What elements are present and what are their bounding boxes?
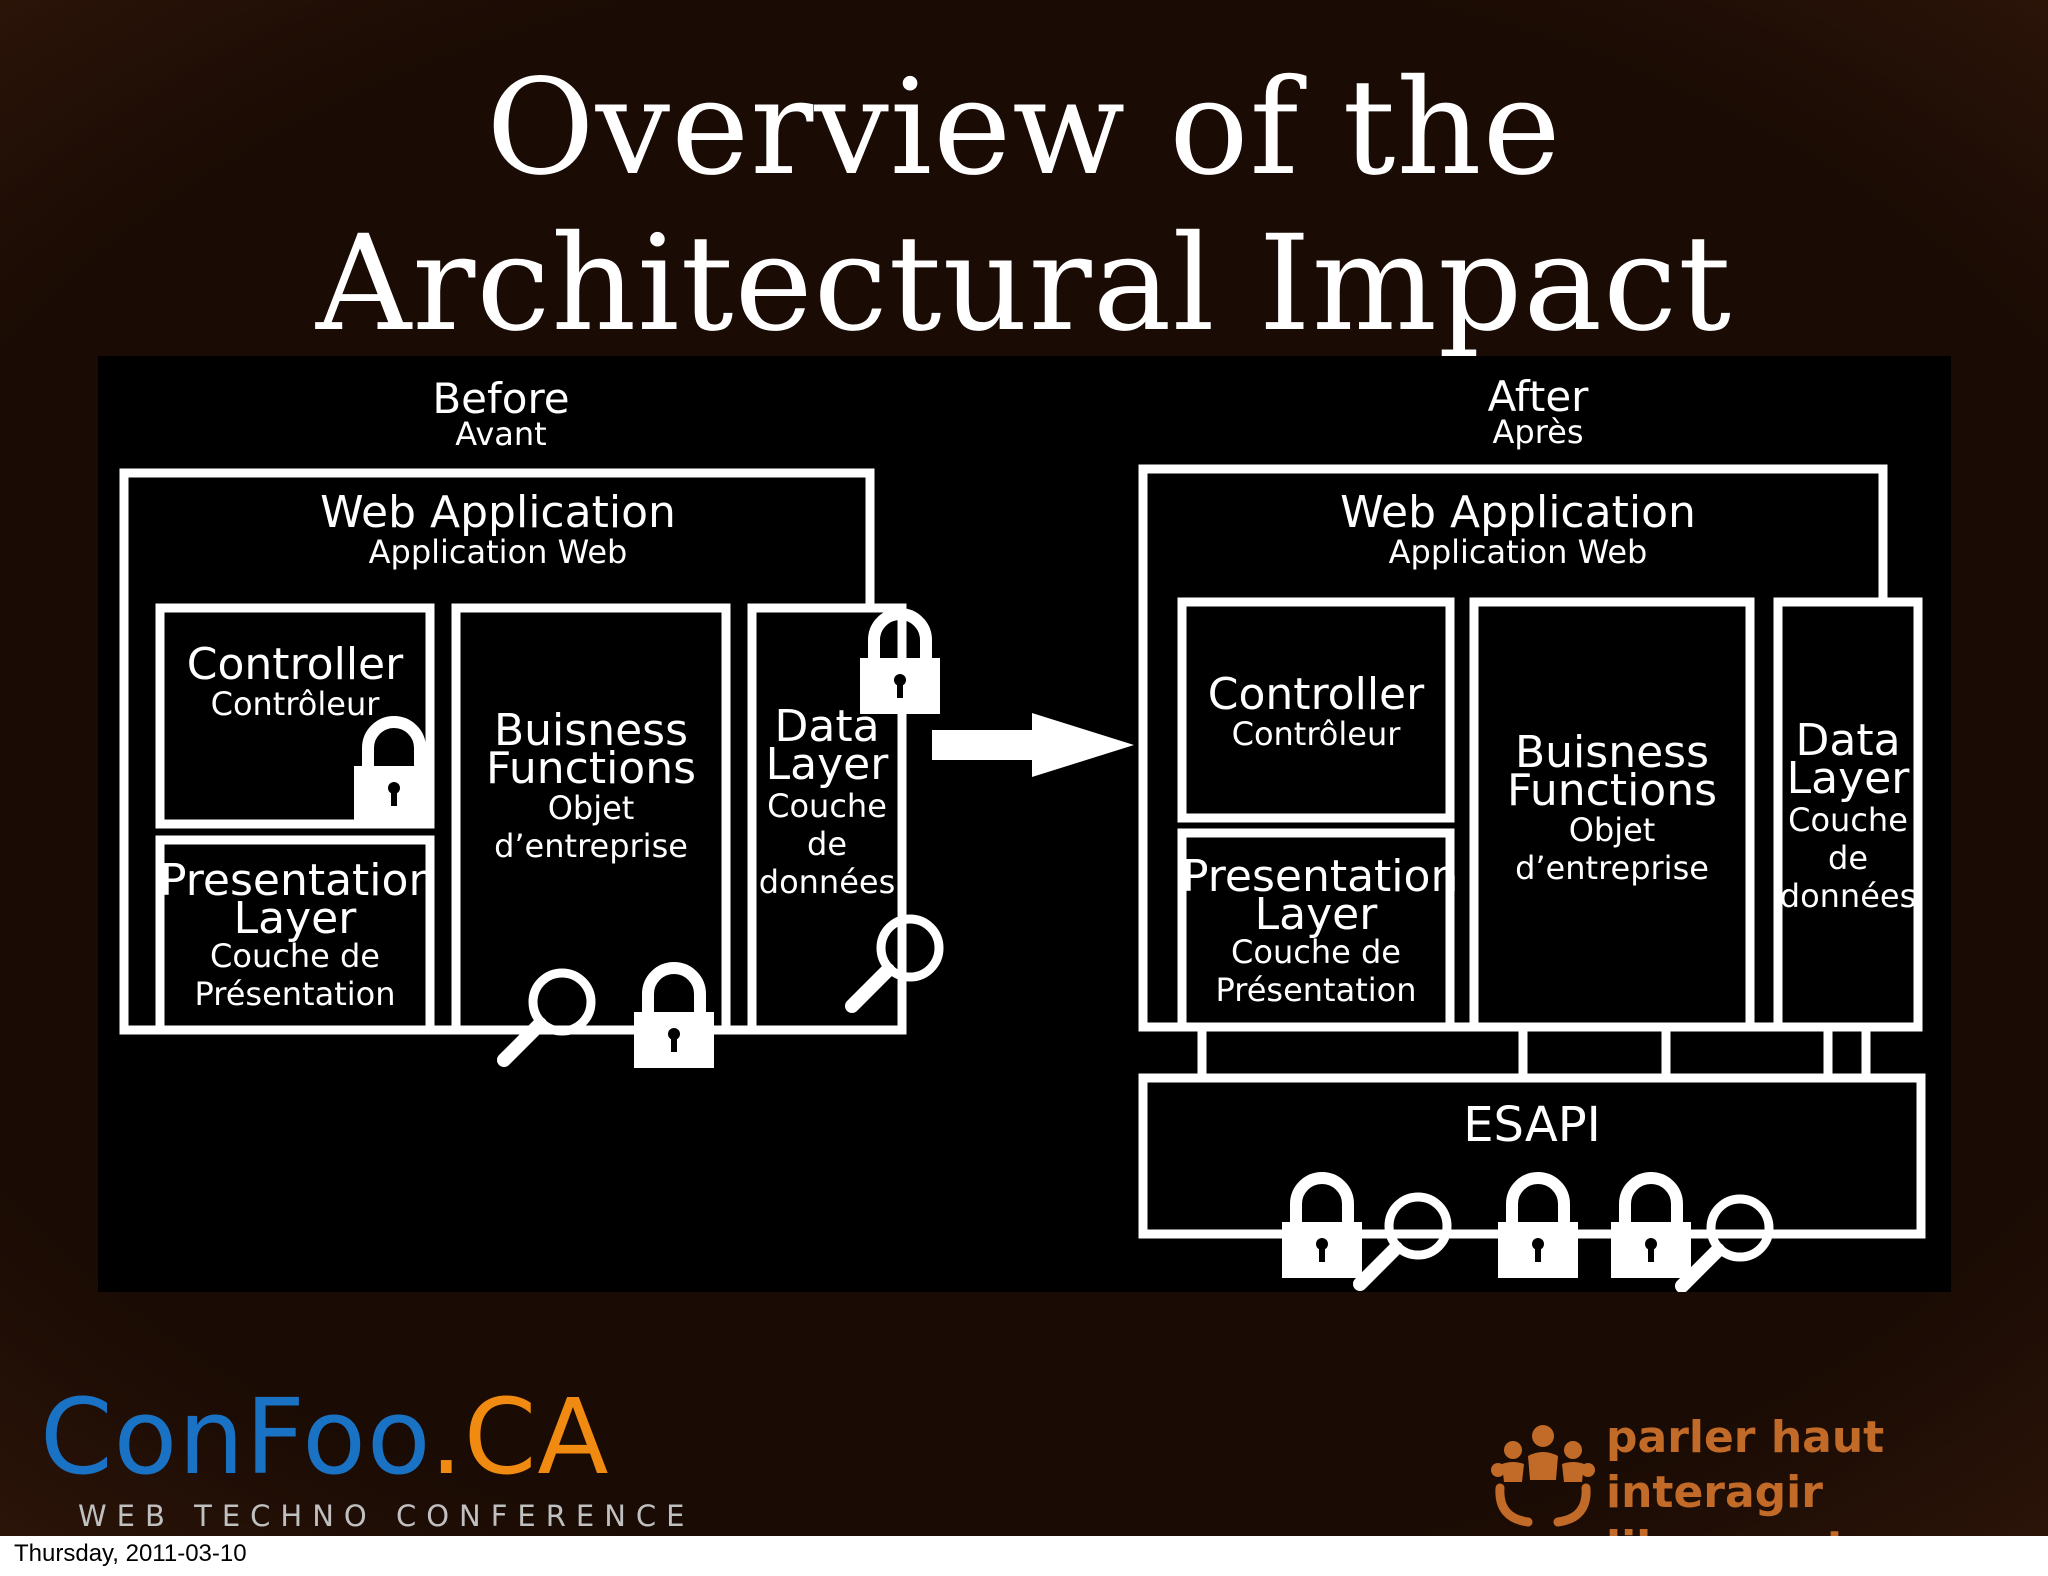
- before-heading-fr: Avant: [455, 415, 547, 453]
- before-business-label-fr2: d’entreprise: [494, 827, 688, 865]
- parler-haut-line1: parler haut: [1606, 1412, 1885, 1463]
- after-business-label-fr2: d’entreprise: [1515, 849, 1709, 887]
- people-icon: [1491, 1425, 1595, 1527]
- after-presentation-box: [1177, 828, 1455, 1032]
- after-presentation-label-1: Presentation: [1182, 851, 1459, 902]
- after-app-title-fr: Application Web: [1388, 533, 1648, 571]
- after-data-label-fr2: de: [1828, 839, 1868, 877]
- slide-title-line1: Overview of the: [486, 51, 1562, 205]
- after-app-title: Web Application: [1340, 487, 1696, 538]
- after-presentation-label-fr1: Couche de: [1231, 933, 1401, 971]
- slide-title-line2: Architectural Impact: [315, 207, 1733, 361]
- before-presentation-label-fr2: Présentation: [194, 975, 396, 1013]
- after-data-label-fr1: Couche: [1788, 801, 1908, 839]
- confoo-logo: ConFoo.CA WEB TECHNO CONFERENCE: [40, 1385, 694, 1533]
- before-presentation-label-1: Presentation: [160, 855, 437, 906]
- before-business-box: [451, 603, 731, 1035]
- after-data-label-fr3: données: [1779, 877, 1917, 915]
- after-business-label-fr1: Objet: [1568, 811, 1656, 849]
- before-app-title: Web Application: [320, 487, 676, 538]
- after-business-label-2: Functions: [1506, 765, 1718, 816]
- before-data-label-fr3: données: [758, 863, 896, 901]
- parler-haut-line2: interagir librement: [1606, 1467, 1847, 1536]
- esapi-label: ESAPI: [1463, 1097, 1601, 1153]
- before-data-label-1: Data: [774, 701, 880, 752]
- esapi-connectors: [1197, 1027, 1871, 1078]
- before-presentation-box: [155, 835, 435, 1035]
- after-business-box: [1469, 597, 1755, 1032]
- before-presentation-label-fr1: Couche de: [210, 937, 380, 975]
- right-arrow-icon: [932, 713, 1134, 777]
- after-business-label-1: Buisness: [1514, 727, 1710, 778]
- before-app-title-fr: Application Web: [368, 533, 628, 571]
- footer-date: Thursday, 2011-03-10: [14, 1540, 247, 1567]
- confoo-logo-subtitle: WEB TECHNO CONFERENCE: [78, 1499, 695, 1533]
- after-heading: After: [1487, 372, 1589, 421]
- before-data-label-fr2: de: [807, 825, 847, 863]
- before-controller-label: Controller: [186, 639, 404, 690]
- after-presentation-label-2: Layer: [1254, 889, 1378, 940]
- after-controller-box: [1177, 597, 1455, 823]
- before-business-label-1: Buisness: [493, 705, 689, 756]
- before-business-label-fr1: Objet: [547, 789, 635, 827]
- before-data-label-2: Layer: [765, 739, 889, 790]
- after-presentation-label-fr2: Présentation: [1215, 971, 1417, 1009]
- confoo-logo-tld: .CA: [429, 1376, 610, 1498]
- before-controller-label-fr: Contrôleur: [210, 685, 380, 723]
- after-controller-label-fr: Contrôleur: [1231, 715, 1401, 753]
- before-presentation-label-2: Layer: [233, 893, 357, 944]
- after-data-label-2: Layer: [1786, 753, 1910, 804]
- after-data-label-1: Data: [1795, 715, 1901, 766]
- confoo-logo-main: ConFoo: [40, 1376, 430, 1498]
- slide: Overview of the Architectural Impact: [0, 0, 2048, 1536]
- after-data-box: [1773, 597, 1923, 1032]
- before-business-label-2: Functions: [485, 743, 697, 794]
- architecture-diagram: Before Avant Web Application Application…: [98, 356, 1951, 1292]
- before-data-label-fr1: Couche: [767, 787, 887, 825]
- before-heading: Before: [432, 374, 570, 423]
- after-heading-fr: Après: [1492, 413, 1584, 451]
- after-controller-label: Controller: [1207, 669, 1425, 720]
